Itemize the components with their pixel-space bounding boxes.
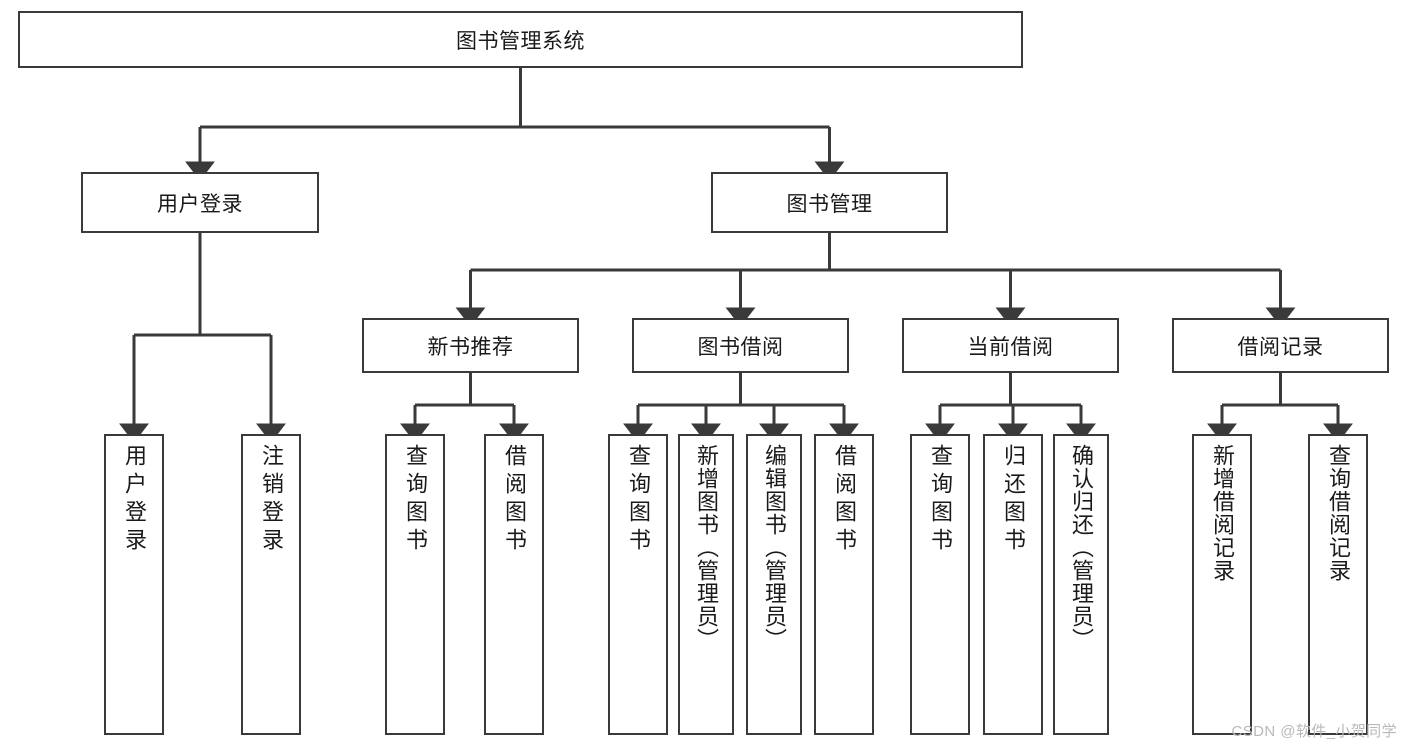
node-label: 确认归还（管理员） (1068, 444, 1094, 651)
node-label: 借阅图书 (831, 444, 857, 556)
node-current-borrow[interactable]: 当前借阅 (902, 318, 1119, 373)
node-label: 图书借阅 (697, 335, 784, 359)
node-label: 注销登录 (258, 444, 284, 556)
node-label: 图书管理 (786, 192, 873, 216)
node-user-login[interactable]: 用户登录 (81, 172, 319, 233)
node-label: 新增借阅记录 (1209, 444, 1235, 582)
node-leaf-user-logout[interactable]: 注销登录 (241, 434, 301, 735)
node-label: 用户登录 (157, 192, 243, 216)
node-borrow-record[interactable]: 借阅记录 (1172, 318, 1389, 373)
node-label: 借阅记录 (1237, 335, 1324, 359)
node-leaf-query-book-1[interactable]: 查询图书 (385, 434, 445, 735)
node-leaf-query-book-3[interactable]: 查询图书 (910, 434, 970, 735)
node-leaf-add-book[interactable]: 新增图书（管理员） (678, 434, 734, 735)
node-label: 查询借阅记录 (1325, 444, 1351, 582)
node-label: 查询图书 (927, 444, 953, 556)
node-leaf-query-book-2[interactable]: 查询图书 (608, 434, 668, 735)
node-book-manage[interactable]: 图书管理 (711, 172, 948, 233)
node-leaf-user-login[interactable]: 用户登录 (104, 434, 164, 735)
node-new-book-rec[interactable]: 新书推荐 (362, 318, 579, 373)
node-leaf-query-record[interactable]: 查询借阅记录 (1308, 434, 1368, 735)
node-label: 图书管理系统 (456, 29, 585, 53)
node-label: 用户登录 (121, 444, 147, 556)
node-label: 归还图书 (1000, 444, 1026, 556)
node-label: 查询图书 (402, 444, 428, 556)
node-root[interactable]: 图书管理系统 (18, 11, 1023, 68)
node-book-borrow[interactable]: 图书借阅 (632, 318, 849, 373)
node-leaf-borrow-book-2[interactable]: 借阅图书 (814, 434, 874, 735)
node-label: 当前借阅 (967, 335, 1054, 359)
watermark-label: CSDN @软件_小贺同学 (1231, 723, 1397, 740)
node-leaf-add-record[interactable]: 新增借阅记录 (1192, 434, 1252, 735)
node-label: 编辑图书（管理员） (761, 444, 787, 651)
node-leaf-edit-book[interactable]: 编辑图书（管理员） (746, 434, 802, 735)
node-leaf-borrow-book-1[interactable]: 借阅图书 (484, 434, 544, 735)
edges-group (119, 68, 1353, 443)
node-label: 新书推荐 (427, 335, 514, 359)
node-label: 借阅图书 (501, 444, 527, 556)
node-label: 新增图书（管理员） (693, 444, 719, 651)
node-leaf-return-book[interactable]: 归还图书 (983, 434, 1043, 735)
node-label: 查询图书 (625, 444, 651, 556)
node-leaf-confirm-return[interactable]: 确认归还（管理员） (1053, 434, 1109, 735)
